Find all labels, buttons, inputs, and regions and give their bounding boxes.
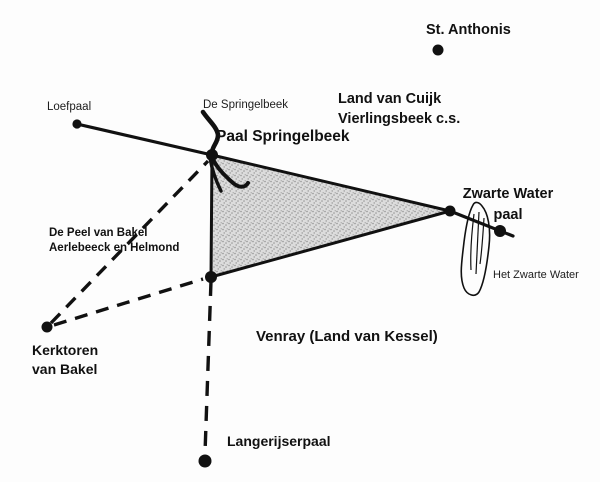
triangle-apex-dot (444, 205, 456, 217)
loefpaal-dot (72, 119, 82, 129)
land-van-cuijk-line1: Land van Cuijk (338, 91, 442, 107)
zwarte-water-paal-dot (494, 225, 506, 237)
st-anthonis-label: St. Anthonis (426, 22, 511, 38)
springelbeek-stream-branch (208, 156, 223, 193)
langerijserpaal-label: Langerijserpaal (227, 433, 331, 449)
zwarte-water-inner-line (470, 213, 475, 271)
dashed-claim-lines (49, 159, 213, 454)
dashed-line-vertex-langerijserpaal (203, 280, 213, 454)
de-peel-label: De Peel van Bakel Aerlebeeck en Helmond (49, 226, 179, 256)
loefpaal-label: Loefpaal (47, 101, 92, 113)
zwarte-water-paal-label: Zwarte Water paal (456, 184, 560, 226)
zwarte-water-inner-line (479, 217, 485, 265)
zwarte-water-paal-line1: Zwarte Water (462, 186, 554, 202)
venray-label: Venray (Land van Kessel) (256, 328, 438, 345)
land-van-cuijk-label: Land van Cuijk Vierlingsbeek c.s. (338, 89, 460, 129)
kerktoren-line1: Kerktoren (32, 342, 99, 358)
paal-springelbeek-label: Paal Springelbeek (216, 128, 350, 145)
zwarte-water-paal-line2: paal (493, 207, 523, 223)
de-peel-line2: Aerlebeeck en Helmond (49, 242, 180, 254)
zwarte-water-inner-line (475, 211, 480, 275)
kerktoren-van-bakel-label: Kerktoren van Bakel (32, 341, 98, 379)
dashed-line-kerktoren-springelbeek (49, 159, 210, 325)
zwarte-water-outline (460, 201, 491, 297)
springelbeek-stream (200, 109, 250, 193)
zwarte-water-shape (460, 201, 491, 297)
triangle-bottom-vertex-dot (205, 271, 217, 283)
paal-springelbeek-dot (206, 149, 218, 161)
langerijserpaal-dot (198, 454, 212, 468)
kerktoren-van-bakel-dot (41, 321, 53, 333)
springelbeek-stream-upper (200, 109, 221, 156)
kerktoren-line2: van Bakel (32, 361, 98, 377)
st-anthonis-dot (432, 44, 444, 56)
dashed-line-kerktoren-vertex (53, 277, 204, 327)
marker-dots (41, 44, 506, 468)
springelbeek-stream-lower (210, 155, 250, 189)
de-peel-line1: De Peel van Bakel (49, 227, 148, 239)
het-zwarte-water-label: Het Zwarte Water (493, 269, 579, 281)
land-van-cuijk-line2: Vierlingsbeek c.s. (338, 111, 461, 127)
boundary-line-loefpaal-springelbeek (75, 122, 214, 157)
de-springelbeek-label: De Springelbeek (203, 99, 289, 111)
disputed-triangle-area (209, 153, 452, 279)
